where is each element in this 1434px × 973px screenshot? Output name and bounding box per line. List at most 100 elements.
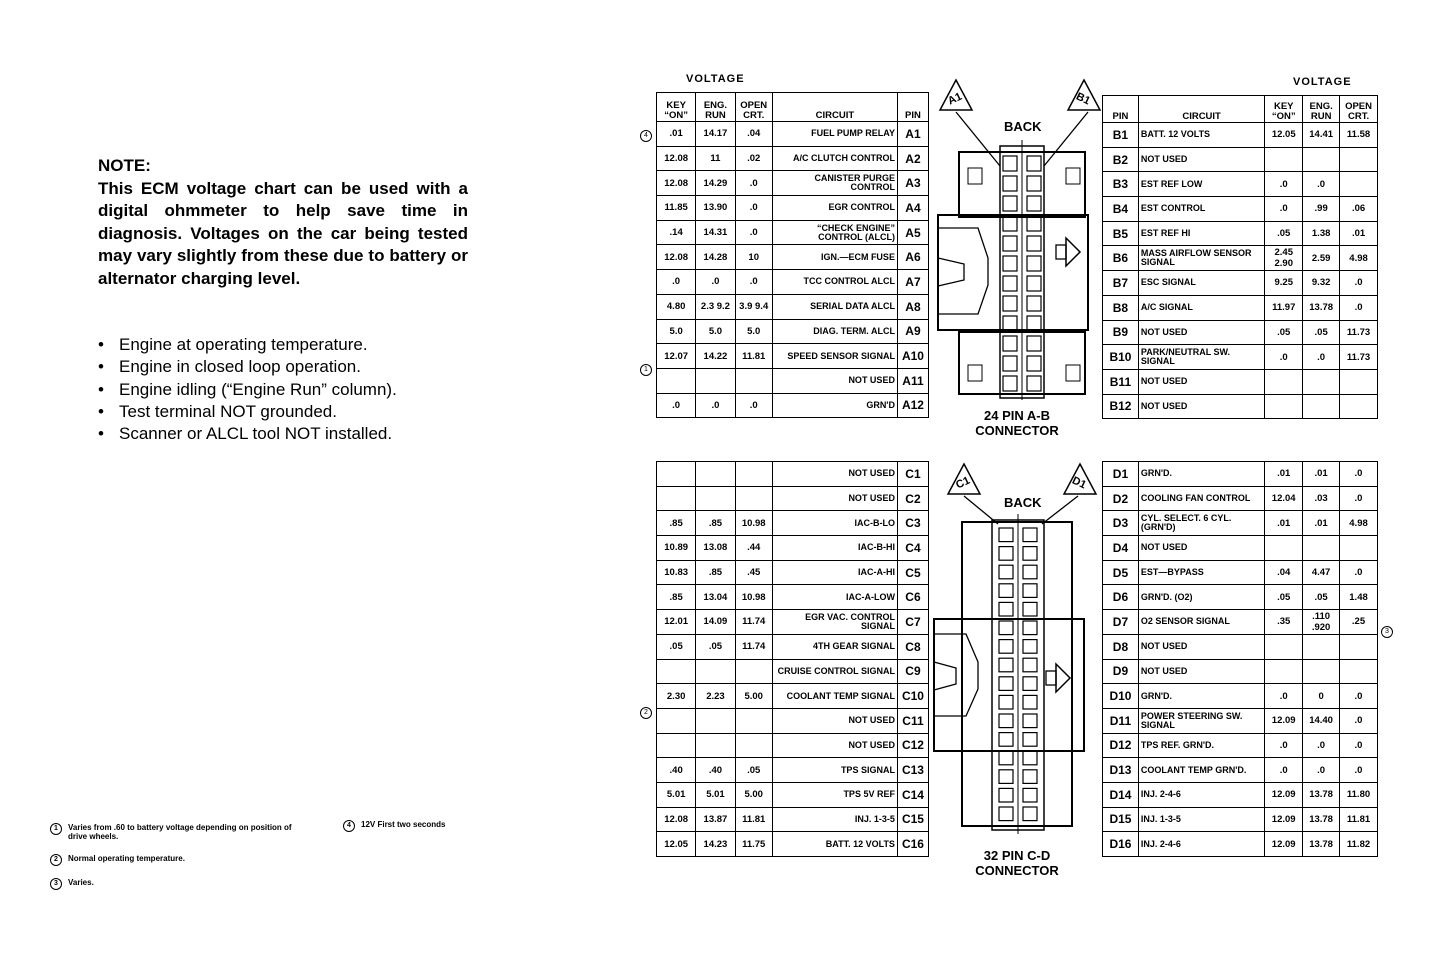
connector-pin	[1026, 255, 1042, 272]
open-crt-value: 4.98	[1339, 245, 1378, 272]
tag-b1: B1	[1066, 78, 1102, 117]
connector-pin	[1022, 583, 1038, 599]
eng-run-value: 13.87	[695, 806, 736, 833]
key-on-value	[655, 707, 697, 734]
eng-run-value: 2.23	[695, 683, 736, 709]
key-on-value: .05	[1264, 584, 1304, 611]
open-crt-value: 11.81	[734, 806, 773, 833]
key-on-value: 12.08	[655, 806, 697, 833]
triangle-icon	[946, 462, 982, 495]
pin-id: D9	[1102, 658, 1139, 685]
circuit-name: TCC CONTROL ALCL	[771, 269, 898, 295]
pin-id: A2	[896, 145, 930, 172]
open-crt-value: .0	[1339, 732, 1378, 759]
key-on-value: .05	[655, 633, 697, 660]
eng-run-value: .0	[695, 392, 736, 419]
eng-run-value: .99	[1302, 196, 1341, 222]
open-crt-value: .44	[734, 535, 773, 561]
connector-pin	[1002, 195, 1018, 212]
note-marker-a1: 4	[640, 130, 652, 142]
eng-run-value: 14.17	[695, 121, 736, 147]
table-b-pins: PIN CIRCUIT KEY “ON” ENG. RUN OPEN CRT. …	[1102, 95, 1378, 420]
footnote-2: 2 Normal operating temperature.	[50, 854, 310, 866]
circuit-name: COOLANT TEMP GRN'D.	[1137, 757, 1266, 783]
note-marker-d7: 3	[1381, 626, 1393, 638]
circuit-name: NOT USED	[771, 367, 898, 394]
eng-run-value	[695, 658, 736, 685]
circuit-name: IGN.—ECM FUSE	[771, 244, 898, 271]
eng-run-value: .01	[1302, 461, 1341, 487]
key-on-value	[1264, 658, 1304, 685]
circuit-name: “CHECK ENGINE” CONTROL (ALCL)	[771, 219, 898, 246]
circuit-name: SERIAL DATA ALCL	[771, 293, 898, 320]
eng-run-value: .85	[695, 559, 736, 586]
open-crt-value: .0	[1339, 683, 1378, 709]
pin-id: D1	[1102, 461, 1139, 487]
connector-cd-drawing	[933, 495, 1085, 834]
key-on-value: .40	[655, 757, 697, 783]
pin-id: A5	[896, 219, 930, 246]
pin-id: B6	[1102, 245, 1139, 272]
key-on-value	[1264, 535, 1304, 561]
key-on-value	[655, 732, 697, 759]
eng-run-value: .05	[695, 633, 736, 660]
circuit-name: BATT. 12 VOLTS	[771, 831, 898, 857]
pin-id: A6	[896, 244, 930, 271]
connector-pin	[998, 732, 1014, 747]
pin-id: C16	[896, 831, 930, 857]
open-crt-value	[1339, 393, 1378, 420]
open-crt-value: .0	[1339, 707, 1378, 734]
eng-run-value	[1302, 633, 1341, 660]
connector-pin	[1002, 175, 1018, 192]
eng-run-value	[695, 707, 736, 734]
eng-run-value: 4.47	[1302, 559, 1341, 586]
open-crt-value	[1339, 368, 1378, 395]
open-crt-value: 1.48	[1339, 584, 1378, 611]
tag-d1: D1	[1062, 462, 1098, 501]
eng-run-value: 2.59	[1302, 245, 1341, 272]
eng-run-value: 14.40	[1302, 707, 1341, 734]
circuit-name: IAC-B-HI	[771, 535, 898, 561]
key-on-value	[1264, 146, 1304, 173]
eng-run-value: .05	[1302, 319, 1341, 346]
open-crt-value: .0	[1339, 294, 1378, 321]
eng-run-value: .85	[695, 510, 736, 537]
connector-pin	[998, 676, 1014, 692]
connector-pin	[998, 750, 1014, 766]
pin-id: C9	[896, 658, 930, 685]
connector-pin	[1002, 235, 1018, 252]
footnote-marker: 3	[50, 878, 62, 890]
connector-pin	[1002, 275, 1018, 292]
circuit-name: INJ. 1-3-5	[1137, 806, 1266, 833]
footnote-text: Varies from .60 to battery voltage depen…	[68, 823, 292, 841]
circuit-name: NOT USED	[1137, 368, 1266, 395]
circuit-name: CRUISE CONTROL SIGNAL	[771, 658, 898, 685]
circuit-name: POWER STEERING SW. SIGNAL	[1137, 707, 1266, 734]
key-on-value	[1264, 368, 1304, 395]
connector-pin	[1022, 564, 1038, 580]
circuit-name: MASS AIRFLOW SENSOR SIGNAL	[1137, 245, 1266, 272]
eng-run-value: 11	[695, 145, 736, 172]
open-crt-value: 10.98	[734, 510, 773, 537]
circuit-name: NOT USED	[1137, 393, 1266, 420]
key-on-value: .85	[655, 584, 697, 611]
col-key-on: KEY “ON”	[1264, 95, 1304, 123]
connector-pin	[1022, 750, 1038, 766]
open-crt-value: .0	[1339, 485, 1378, 512]
circuit-name: TPS REF. GRN'D.	[1137, 732, 1266, 759]
key-on-value: 12.07	[655, 343, 697, 369]
open-crt-value: 11.75	[734, 831, 773, 857]
